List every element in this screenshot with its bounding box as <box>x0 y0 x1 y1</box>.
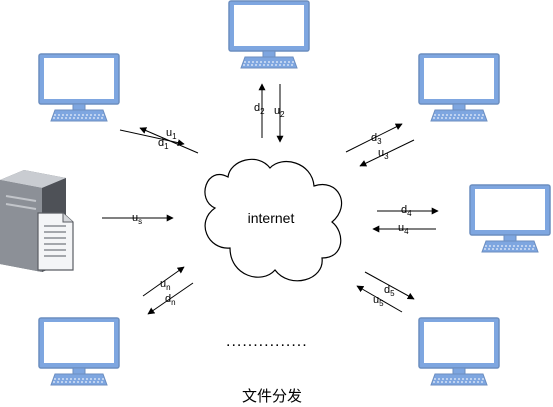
client-2-down-label: d2 <box>254 102 265 116</box>
client-n-up-label: un <box>160 278 171 292</box>
client-5-down-label: d5 <box>384 284 395 298</box>
client-5-up-label: u5 <box>373 294 384 308</box>
internet-cloud: internet <box>204 158 343 282</box>
client-5-monitor-icon <box>418 317 500 386</box>
client-1-down-label: d1 <box>158 137 169 151</box>
client-4-up-label: u4 <box>398 222 409 236</box>
client-4-monitor-icon <box>469 184 551 253</box>
client-n-down-label: dn <box>165 293 176 307</box>
server-icon <box>0 170 74 272</box>
client-4-down-label: d4 <box>401 204 412 218</box>
client-3-monitor-icon <box>418 53 500 122</box>
client-2-monitor-icon <box>228 0 310 69</box>
client-n-monitor-icon <box>38 317 120 386</box>
client-2-up-label: u2 <box>274 105 285 119</box>
more-clients-ellipsis: ............... <box>226 333 308 350</box>
client-1-up-label: u1 <box>166 127 177 141</box>
client-3-up-label: u3 <box>378 147 389 161</box>
diagram-caption: 文件分发 <box>242 387 302 405</box>
internet-label: internet <box>248 210 295 226</box>
server-up-label: us <box>132 212 142 226</box>
client-1-monitor-icon <box>38 53 120 122</box>
client-3-down-label: d3 <box>371 132 382 146</box>
